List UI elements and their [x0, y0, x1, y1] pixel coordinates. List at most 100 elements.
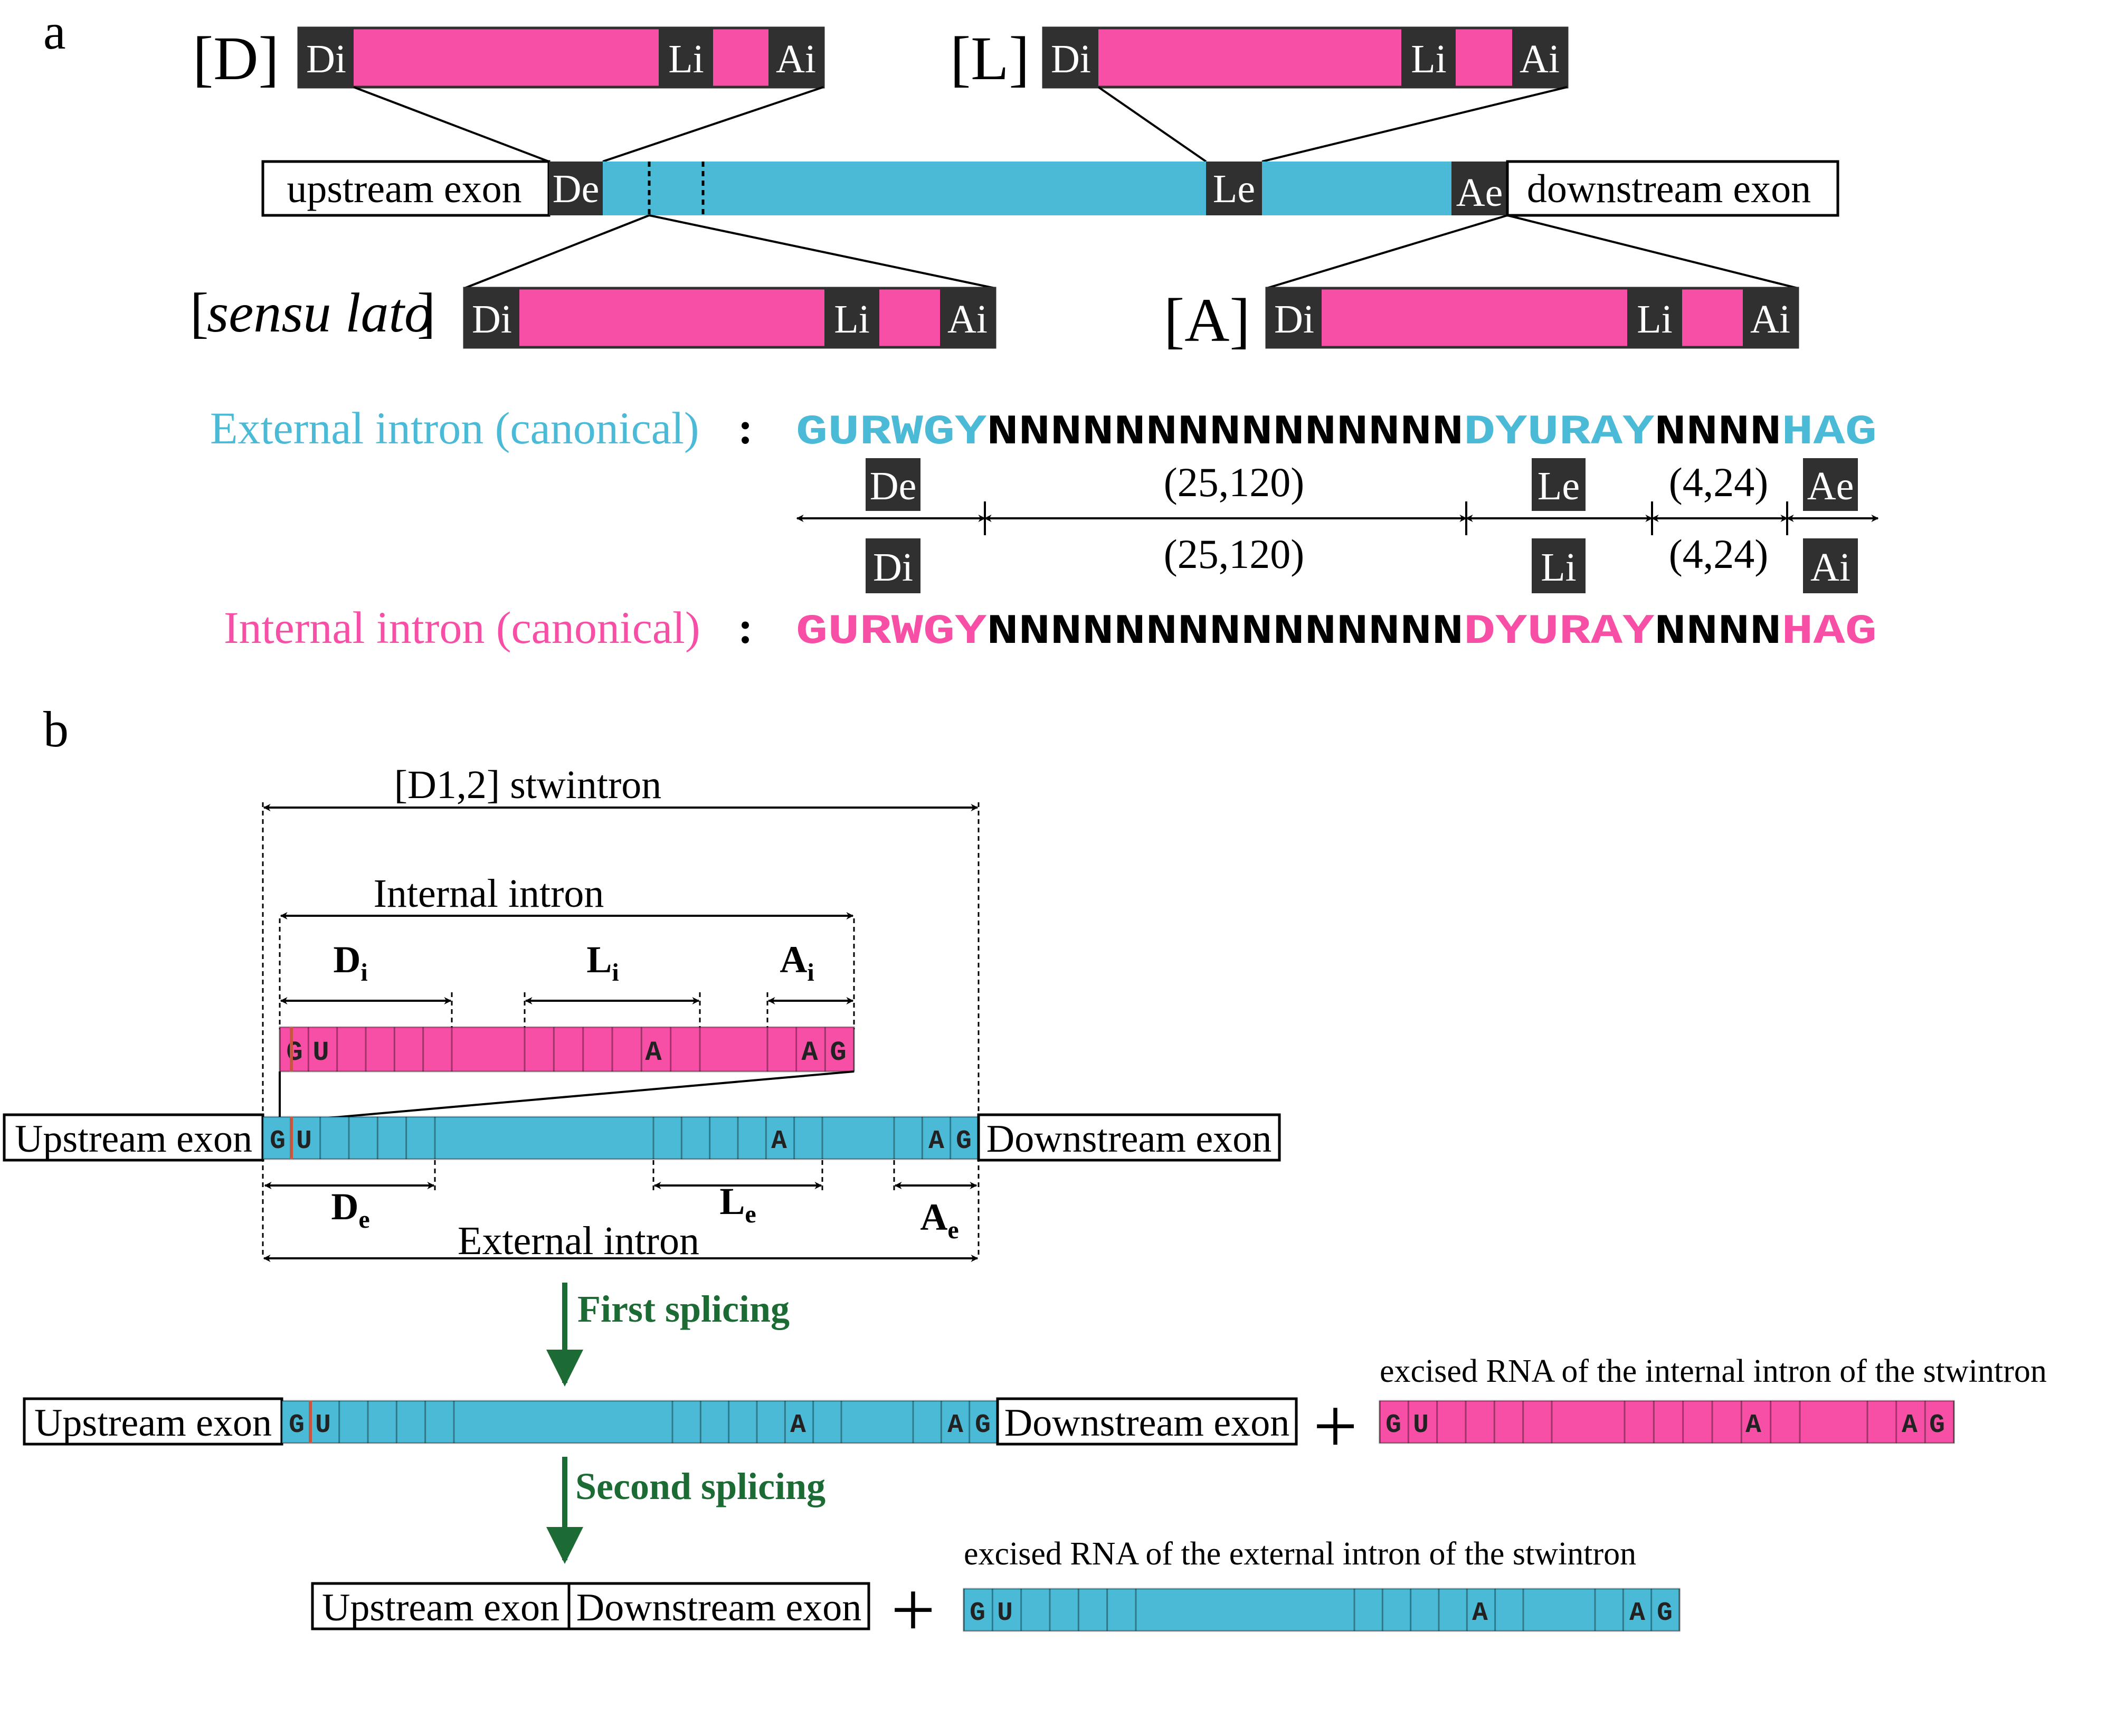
ae-sub-label: Ae — [920, 1196, 958, 1244]
downstream-exon-box-b — [977, 1113, 1281, 1162]
external-intron-label: External intron — [458, 1219, 699, 1263]
ae-label: Ae — [1807, 464, 1854, 508]
nucleotide-u: U — [1413, 1410, 1429, 1440]
variant-d-label: [D] — [193, 24, 279, 93]
di-box — [1267, 288, 1322, 347]
nucleotide-a: A — [771, 1126, 787, 1156]
internal-intron-d: Di Li Ai — [297, 26, 825, 89]
connector-lines-top — [353, 86, 1568, 163]
ai-box — [768, 28, 823, 87]
external-n-long: NNNNNNNNNNNNNNN — [986, 409, 1464, 457]
upstream-exon-label-s1: Upstream exon — [34, 1401, 272, 1445]
li-box — [824, 288, 879, 347]
nucleotide-a: A — [1745, 1410, 1761, 1440]
li-label: Li — [668, 37, 704, 81]
upstream-exon-label-b: Upstream exon — [15, 1117, 252, 1161]
range-short-lower: (4,24) — [1669, 531, 1768, 577]
insertion-lines — [279, 1070, 855, 1122]
nucleotide-a: A — [801, 1037, 818, 1068]
internal-region-arrows — [280, 992, 854, 1071]
downstream-exon-label-b: Downstream exon — [986, 1117, 1271, 1161]
downstream-exon-box-s2 — [567, 1582, 870, 1630]
first-splicing-label: First splicing — [577, 1288, 790, 1330]
li-box — [1627, 288, 1682, 347]
nucleotide-a: A — [947, 1410, 963, 1440]
nucleotide-g: G — [1657, 1598, 1673, 1628]
downstream-exon-box-s1 — [996, 1397, 1298, 1446]
nucleotide-a: A — [1902, 1410, 1918, 1440]
downstream-exon-label-s2: Downstream exon — [576, 1586, 861, 1629]
upstream-exon-box-b — [3, 1113, 264, 1162]
external-donor: GURWGY — [796, 409, 986, 457]
nucleotide-g: G — [286, 1037, 302, 1068]
ai-box — [1743, 288, 1798, 347]
upstream-exon-label-s2: Upstream exon — [322, 1586, 559, 1629]
colon: : — [738, 403, 753, 453]
span-guides — [262, 802, 980, 1256]
nucleotide-g: G — [956, 1126, 972, 1156]
variant-sensu-lato-label: [ sensu lato ] — [190, 282, 435, 344]
de-sub-label: De — [331, 1185, 369, 1234]
li-label: Li — [1637, 297, 1673, 341]
nucleotide-u: U — [296, 1126, 312, 1156]
nucleotide-u: U — [312, 1037, 329, 1068]
de-label: De — [553, 167, 600, 211]
nucleotide-g: G — [270, 1126, 286, 1156]
ai-sub-label: Ai — [780, 938, 814, 986]
plus-sign-2: + — [891, 1566, 936, 1654]
internal-donor: GURWGY — [796, 608, 986, 656]
downstream-exon-label-s1: Downstream exon — [1004, 1401, 1289, 1445]
le-sub-label: Le — [719, 1180, 756, 1228]
range-long-upper: (25,120) — [1164, 459, 1304, 505]
external-acceptor: HAG — [1781, 409, 1877, 457]
bar-body — [262, 1116, 980, 1160]
ai-label: Ai — [1520, 37, 1560, 81]
bar-body — [279, 1026, 855, 1073]
range-short-upper: (4,24) — [1669, 459, 1768, 505]
nucleotide-u: U — [997, 1598, 1013, 1628]
nucleotide-g: G — [1385, 1410, 1401, 1440]
internal-lariat: DYURAY — [1464, 608, 1654, 656]
nucleotide-a: A — [928, 1126, 944, 1156]
de-box — [866, 458, 920, 511]
li-box — [659, 28, 713, 87]
bar-body — [1379, 1400, 1955, 1444]
stwintron-label: [D1,2] stwintron — [394, 763, 662, 807]
li-label: Li — [1411, 37, 1447, 81]
nucleotide-g: G — [975, 1410, 991, 1440]
di-label: Di — [472, 297, 512, 341]
excised-internal-label: excised RNA of the internal intron of th… — [1380, 1353, 2047, 1389]
internal-n-short: NNNN — [1654, 608, 1781, 656]
nucleotide-g: G — [289, 1410, 305, 1440]
di-box — [464, 288, 519, 347]
li-label: Li — [1541, 545, 1577, 590]
second-splicing-label: Second splicing — [575, 1465, 825, 1507]
internal-acceptor: HAG — [1781, 608, 1877, 656]
panel-b-label: b — [43, 701, 69, 757]
nucleotide-a: A — [1472, 1598, 1488, 1628]
external-lariat: DYURAY — [1464, 409, 1654, 457]
nucleotide-u: U — [315, 1410, 331, 1440]
variant-a-label: [A] — [1164, 286, 1250, 355]
bar-body — [963, 1588, 1681, 1632]
downstream-exon-label: downstream exon — [1527, 167, 1811, 211]
le-box — [1206, 162, 1262, 215]
excised-external-label: excised RNA of the external intron of th… — [964, 1536, 1636, 1572]
upstream-exon-box-s1 — [23, 1397, 283, 1446]
internal-n-long: NNNNNNNNNNNNNNN — [986, 608, 1464, 656]
di-label: Di — [306, 37, 346, 81]
svg-text:[: [ — [190, 282, 208, 344]
segment-length-arrows — [796, 501, 1879, 535]
nucleotide-g: G — [970, 1598, 985, 1628]
internal-intron-a: Di Li Ai — [1265, 287, 1799, 349]
internal-intron-sensu-lato: Di Li Ai — [463, 287, 996, 349]
plus-sign-1: + — [1313, 1382, 1358, 1470]
le-label: Le — [1537, 464, 1580, 508]
li-box — [1401, 28, 1456, 87]
